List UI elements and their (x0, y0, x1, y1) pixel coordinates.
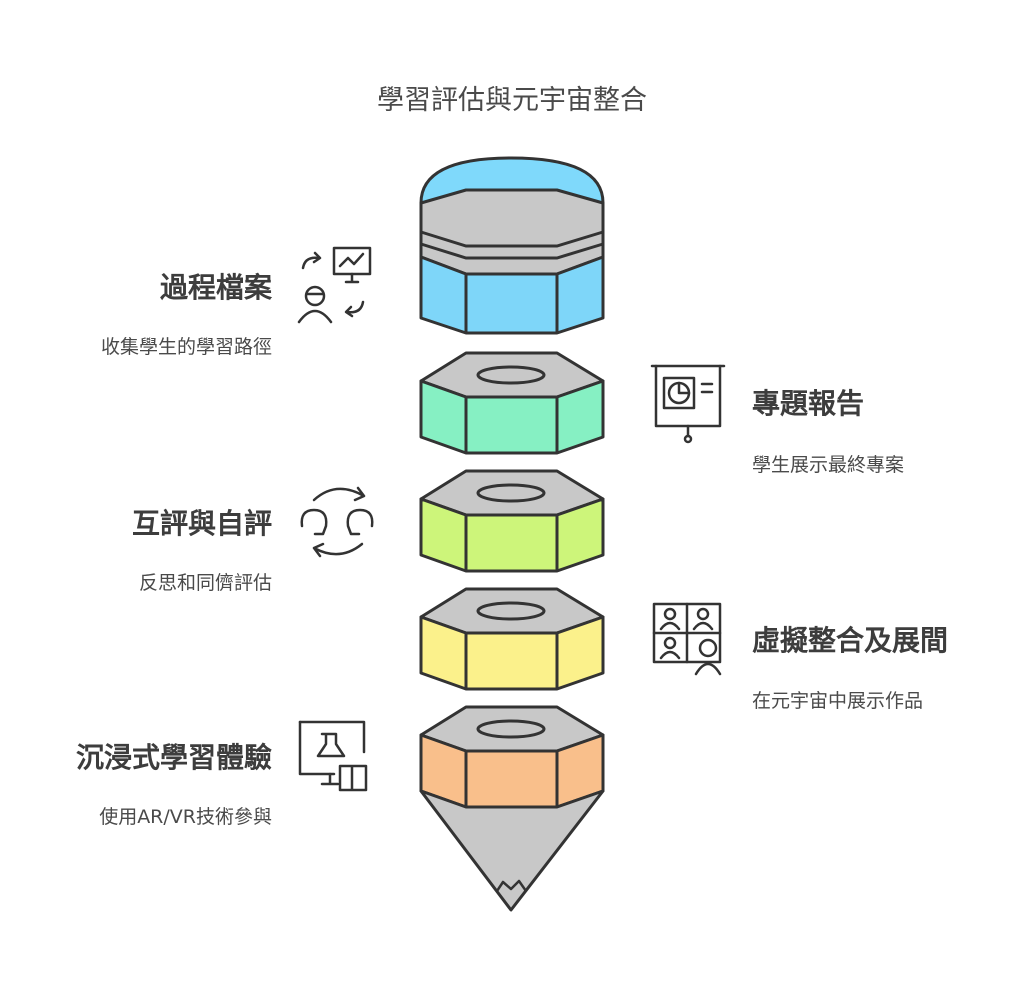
peer-exchange-icon (300, 486, 374, 558)
step-3-desc: 反思和同儕評估 (138, 572, 272, 594)
step-4-desc: 在元宇宙中展示作品 (752, 690, 924, 712)
segment-hole (476, 601, 546, 621)
segment-4 (419, 587, 605, 691)
cap-band (419, 188, 605, 276)
step-icons (297, 246, 726, 792)
segment-3 (419, 469, 605, 573)
pencil-lead (495, 879, 528, 892)
pencil-tip (419, 789, 605, 912)
step-1-desc: 收集學生的學習路徑 (100, 336, 272, 358)
segment-5 (419, 705, 605, 809)
presentation-board-icon (650, 364, 726, 444)
cap-band-line-1 (420, 230, 604, 248)
progress-chart-icon (297, 246, 372, 324)
segment-hole (476, 719, 546, 739)
segment-2 (419, 351, 605, 455)
cap-band-line-2 (420, 242, 604, 260)
lab-book-monitor-icon (298, 720, 368, 792)
step-2-label: 專題報告 (752, 387, 865, 420)
step-4-label: 虛擬整合及展間 (752, 624, 949, 657)
segment-hole (476, 483, 546, 503)
step-3-label: 互評與自評 (131, 507, 272, 540)
step-5-desc: 使用AR/VR技術參與 (99, 806, 272, 828)
step-1-label: 過程檔案 (159, 271, 272, 304)
step-2-desc: 學生展示最終專案 (752, 454, 905, 476)
pencil-graphic (419, 156, 605, 912)
segment-hole (476, 365, 546, 385)
diagram-title: 學習評估與元宇宙整合 (377, 85, 647, 116)
video-gallery-icon (652, 602, 722, 676)
step-5-label: 沉浸式學習體驗 (75, 741, 272, 774)
